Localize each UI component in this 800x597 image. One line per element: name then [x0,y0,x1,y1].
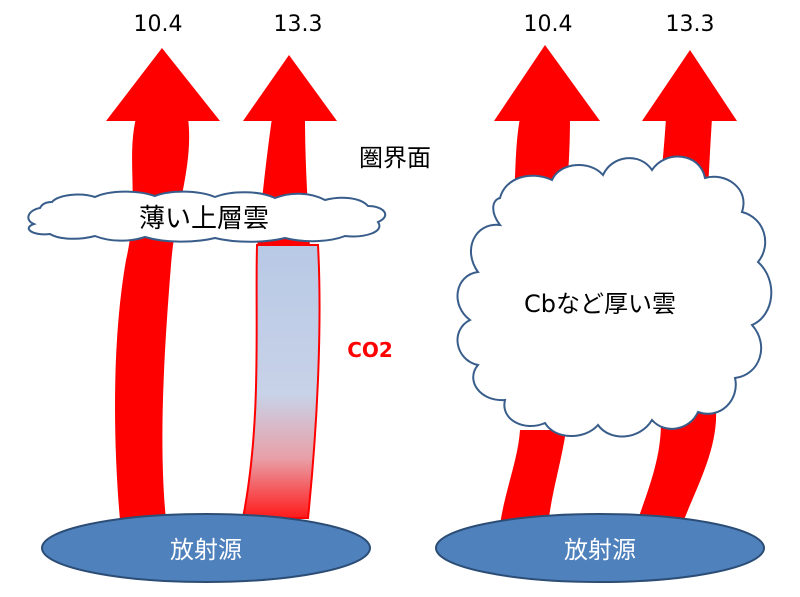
thick-cloud-label: Cbなど厚い雲 [524,290,676,318]
arrow-10-4-right-lower-shaft [500,430,566,525]
arrow-label-10-4-left: 10.4 [134,12,183,37]
co2-label: CO2 [347,338,393,362]
radiation-source-left [41,513,371,583]
arrow-label-13-3-left: 13.3 [274,12,323,37]
arrow-10-4-right-head [494,45,600,121]
thick-cb-cloud [456,155,773,438]
arrow-10-4-left-shaft [115,118,190,520]
source-label-left: 放射源 [170,536,242,564]
source-label-right: 放射源 [564,536,636,564]
co2-absorption-shaft [241,244,321,519]
arrow-13-3-right-lower-shaft [636,410,717,525]
thin-upper-cloud [27,190,387,243]
arrow-label-10-4-right: 10.4 [524,12,573,37]
arrow-10-4-left-head [106,48,220,121]
arrow-13-3-left-head [243,55,337,121]
arrow-label-13-3-right: 13.3 [666,12,715,37]
thin-cloud-label: 薄い上層雲 [139,204,269,234]
tropopause-label: 圏界面 [359,144,431,172]
radiation-source-right [435,513,765,583]
arrow-13-3-right-head [642,50,737,121]
